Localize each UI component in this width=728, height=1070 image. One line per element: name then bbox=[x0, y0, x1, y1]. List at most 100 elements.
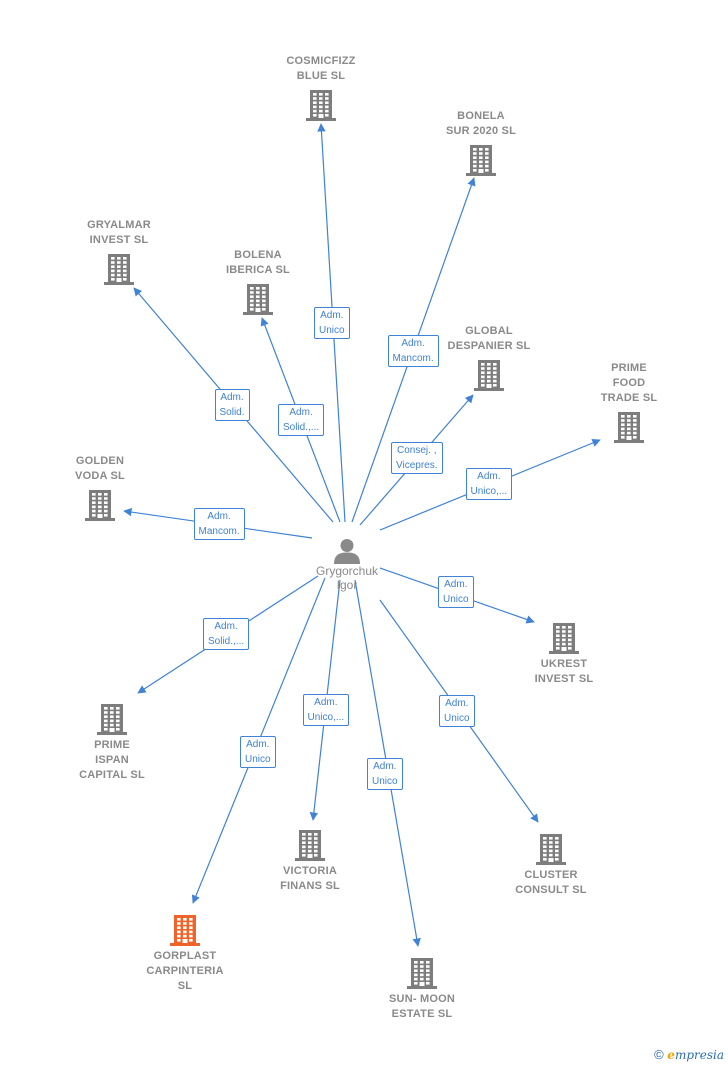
edge-label-gorplast[interactable]: Adm.Unico bbox=[240, 736, 276, 768]
edge-label-line: Unico bbox=[444, 713, 470, 724]
edge-label-line: Solid.,... bbox=[283, 422, 320, 433]
building-icon bbox=[536, 834, 566, 865]
company-name-line: COSMICFIZZ bbox=[286, 55, 356, 67]
edge-label-line: Adm. bbox=[320, 310, 344, 321]
edge-label-gryalmar[interactable]: Adm.Solid. bbox=[214, 389, 250, 421]
company-name[interactable]: CLUSTER CONSULT SL bbox=[486, 868, 616, 898]
company-name-line: CARPINTERIA bbox=[146, 965, 224, 977]
company-name[interactable]: VICTORIA FINANS SL bbox=[245, 864, 375, 894]
company-name[interactable]: BOLENA IBERICA SL bbox=[193, 248, 323, 278]
building-icon bbox=[243, 284, 273, 315]
edge-label-line: Adm. bbox=[477, 471, 501, 482]
company-name-line: PRIME bbox=[611, 362, 647, 374]
company-name-line: FINANS SL bbox=[280, 880, 340, 892]
empresia-logo: empresia bbox=[667, 1048, 724, 1062]
edge-label-global[interactable]: Consej. ,Vicepres. bbox=[391, 442, 443, 474]
company-name[interactable]: GOLDEN VODA SL bbox=[35, 454, 165, 484]
edge-label-bonela[interactable]: Adm.Mancom. bbox=[387, 335, 439, 367]
company-name-line: GRYALMAR bbox=[87, 219, 151, 231]
edge-label-ukrest[interactable]: Adm.Unico bbox=[438, 576, 474, 608]
building-icon bbox=[85, 490, 115, 521]
building-icon bbox=[170, 915, 200, 946]
building-icon bbox=[407, 958, 437, 989]
edge-label-line: Adm. bbox=[314, 697, 338, 708]
edge-label-sunmoon[interactable]: Adm.Unico bbox=[367, 758, 403, 790]
edge-label-line: Adm. bbox=[444, 579, 468, 590]
company-name-line: UKREST bbox=[540, 658, 588, 670]
building-icon bbox=[306, 90, 336, 121]
company-name-line: VICTORIA bbox=[283, 865, 337, 877]
company-node-gorplast[interactable]: GORPLAST CARPINTERIA SL bbox=[120, 913, 250, 994]
company-name-line: INVEST SL bbox=[89, 234, 149, 246]
company-node-golden[interactable]: GOLDEN VODA SL bbox=[35, 454, 165, 522]
edge-label-line: Adm. bbox=[373, 761, 397, 772]
edge-label-line: Unico,... bbox=[307, 712, 345, 723]
company-node-ukrest[interactable]: UKREST INVEST SL bbox=[499, 621, 629, 687]
company-name-line: CAPITAL SL bbox=[79, 769, 145, 781]
company-node-sunmoon[interactable]: SUN- MOON ESTATE SL bbox=[357, 956, 487, 1022]
company-name[interactable]: GRYALMAR INVEST SL bbox=[54, 218, 184, 248]
building-icon bbox=[474, 360, 504, 391]
company-name-line: TRADE SL bbox=[600, 392, 658, 404]
edge-label-line: Adm. bbox=[289, 407, 313, 418]
edge-label-line: Adm. bbox=[401, 338, 425, 349]
company-name[interactable]: PRIME FOOD TRADE SL bbox=[564, 361, 694, 406]
company-name-line: ISPAN bbox=[95, 754, 129, 766]
company-name[interactable]: GORPLAST CARPINTERIA SL bbox=[120, 949, 250, 994]
copyright-symbol: © bbox=[654, 1047, 664, 1062]
edge-label-line: Unico bbox=[319, 325, 345, 336]
company-node-cluster[interactable]: CLUSTER CONSULT SL bbox=[486, 832, 616, 898]
company-name-line: SUN- MOON bbox=[389, 993, 455, 1005]
edge-label-line: Unico bbox=[245, 754, 271, 765]
edge-label-victoria[interactable]: Adm. Unico,... bbox=[302, 694, 350, 726]
company-node-victoria[interactable]: VICTORIA FINANS SL bbox=[245, 828, 375, 894]
company-node-gryalmar[interactable]: GRYALMAR INVEST SL bbox=[54, 218, 184, 286]
edge-label-bolena[interactable]: Adm. Solid.,... bbox=[278, 404, 325, 436]
edge-label-cluster[interactable]: Adm. Unico bbox=[439, 695, 475, 727]
footer-brand: © empresia bbox=[654, 1047, 724, 1062]
edge-label-line: Vicepres. bbox=[396, 460, 438, 471]
company-name-line: ESTATE SL bbox=[391, 1008, 453, 1020]
edge-label-line: Adm. bbox=[445, 698, 469, 709]
company-name-line: GOLDEN bbox=[75, 455, 125, 467]
edge-label-prime_ispan[interactable]: Adm.Solid.,... bbox=[203, 618, 250, 650]
building-icon bbox=[614, 412, 644, 443]
building-icon bbox=[104, 254, 134, 285]
edge-label-prime_food[interactable]: Adm. Unico,... bbox=[465, 468, 513, 500]
company-name-line: INVEST SL bbox=[534, 673, 594, 685]
building-icon bbox=[97, 704, 127, 735]
company-name-line: CLUSTER bbox=[524, 869, 578, 881]
building-icon bbox=[466, 145, 496, 176]
edge-label-cosmicfizz[interactable]: Adm. Unico bbox=[314, 307, 350, 339]
edge-label-line: Adm. bbox=[207, 511, 231, 522]
edge-label-line: Unico,... bbox=[470, 486, 508, 497]
edge-label-golden[interactable]: Adm.Mancom. bbox=[193, 508, 245, 540]
company-name-line: GLOBAL bbox=[465, 325, 513, 337]
company-name-line: FOOD bbox=[612, 377, 646, 389]
company-name-line: BOLENA bbox=[234, 249, 282, 261]
company-name-line: IBERICA SL bbox=[226, 264, 290, 276]
company-node-bolena[interactable]: BOLENA IBERICA SL bbox=[193, 248, 323, 316]
edge-label-line: Adm. bbox=[214, 621, 238, 632]
company-node-prime_food[interactable]: PRIME FOOD TRADE SL bbox=[564, 361, 694, 444]
building-icon bbox=[295, 830, 325, 861]
company-name-line: GORPLAST bbox=[153, 950, 217, 962]
company-name-line: CONSULT SL bbox=[515, 884, 587, 896]
company-name[interactable]: SUN- MOON ESTATE SL bbox=[357, 992, 487, 1022]
company-name-line: VODA SL bbox=[75, 470, 125, 482]
company-name[interactable]: UKREST INVEST SL bbox=[499, 657, 629, 687]
person-name-line: Grygorchuk bbox=[315, 564, 379, 578]
company-name-line: SL bbox=[177, 980, 193, 992]
